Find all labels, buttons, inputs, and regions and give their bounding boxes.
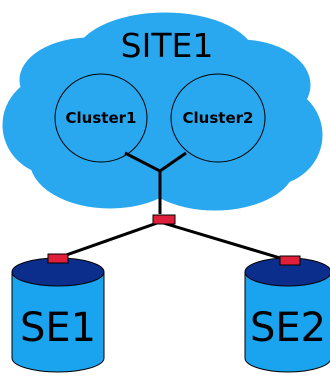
se1-connector [47, 253, 69, 264]
site-cloud: SITE1 [2, 12, 323, 211]
switch-connector [152, 214, 176, 225]
cluster-2-link [159, 151, 187, 173]
se1-body [11, 271, 105, 373]
cluster-2-shape [170, 73, 266, 163]
se1-label: SE1 [20, 305, 96, 351]
cluster-2-label: Cluster2 [183, 109, 254, 127]
site-label: SITE1 [121, 26, 214, 65]
cluster-1-label: Cluster1 [66, 109, 137, 127]
se2-link [159, 220, 291, 263]
se2-connector [279, 255, 301, 266]
cluster-1: Cluster1 [54, 73, 148, 163]
cluster-2: Cluster2 [170, 73, 266, 163]
cluster-1-shape [54, 73, 148, 163]
storage-se2: SE2 [244, 255, 330, 373]
se1-link [54, 220, 161, 261]
storage-se1: SE1 [11, 253, 105, 373]
connection-lines [54, 151, 291, 263]
se2-label: SE2 [250, 305, 326, 351]
